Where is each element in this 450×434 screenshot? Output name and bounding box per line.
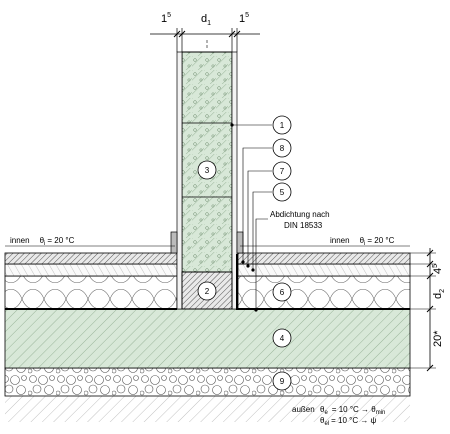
callout-7: 7 <box>272 161 292 181</box>
outside-temp-line2: θel= 10 °C → ψ <box>320 416 377 427</box>
svg-text:8: 8 <box>280 144 285 153</box>
soil-layer <box>5 396 410 422</box>
dim-plaster-right: 15 <box>239 12 249 25</box>
svg-text:7: 7 <box>280 167 285 176</box>
plaster-right <box>231 51 238 310</box>
outside-temp-line1: θe= 10 °C → θmin <box>320 405 385 416</box>
callout-1: 1 <box>272 115 292 135</box>
callout-4: 4 <box>272 328 292 348</box>
svg-text:5: 5 <box>280 188 285 197</box>
plaster-left <box>176 51 183 310</box>
callout-6: 6 <box>272 282 292 302</box>
callout-8: 8 <box>272 138 292 158</box>
dim-plaster-left: 15 <box>161 12 171 25</box>
gravel-layer <box>4 367 411 397</box>
floor-insulation-left <box>4 275 178 310</box>
callout-5: 5 <box>272 182 292 202</box>
svg-text:3: 3 <box>205 166 210 175</box>
floor-finish-right <box>237 252 411 265</box>
sealing-note-line2: DIN 18533 <box>284 221 323 230</box>
screed-right <box>237 263 411 277</box>
svg-text:1: 1 <box>280 121 285 130</box>
sealing-note-line1: Abdichtung nach <box>270 210 330 219</box>
svg-text:9: 9 <box>280 377 285 386</box>
skirting-right <box>236 231 244 254</box>
svg-text:6: 6 <box>280 288 285 297</box>
outside-word: außen <box>292 405 315 414</box>
skirting-left <box>170 231 178 254</box>
dim-floor-layers: 45 <box>432 264 444 274</box>
concrete-slab <box>4 308 411 369</box>
dim-insulation-thickness: d2 <box>432 289 446 299</box>
svg-text:2: 2 <box>205 287 210 296</box>
callout-9: 9 <box>272 371 292 391</box>
dim-wall-thickness: d1 <box>201 13 211 27</box>
screed-left <box>4 263 178 277</box>
callout-3: 3 <box>197 160 217 180</box>
callout-2: 2 <box>197 281 217 301</box>
floor-finish-left <box>4 252 178 265</box>
floor-insulation-right <box>237 275 411 310</box>
svg-text:4: 4 <box>280 334 285 343</box>
dim-slab-thickness: 20* <box>432 330 444 347</box>
sealing-line <box>236 254 410 310</box>
